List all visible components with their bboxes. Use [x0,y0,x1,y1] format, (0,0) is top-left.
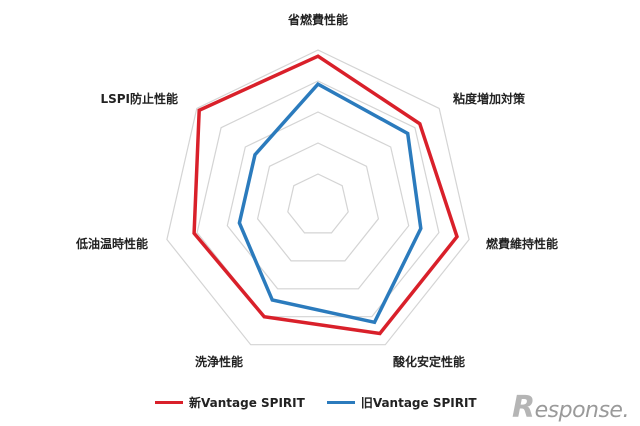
response-watermark-logo: Response. [512,390,629,425]
axis-label-3: 酸化安定性能 [393,354,465,369]
series-line-old [237,81,423,325]
legend-item-new: 新Vantage SPIRIT [155,394,305,411]
radar-series-group [192,54,459,336]
axis-label-1: 粘度増加対策 [453,91,526,106]
legend-item-old: 旧Vantage SPIRIT [326,394,477,411]
axis-label-0: 省燃費性能 [287,12,348,27]
legend: 新Vantage SPIRIT 旧Vantage SPIRIT [155,394,499,411]
legend-swatch-old [326,401,355,404]
axis-label-4: 洗浄性能 [195,354,243,369]
axis-label-2: 燃費維持性能 [486,236,558,251]
radar-grid [166,49,470,346]
axis-label-6: LSPI防止性能 [100,91,178,106]
legend-label-new: 新Vantage SPIRIT [189,396,305,410]
legend-label-old: 旧Vantage SPIRIT [360,396,477,410]
series-line-new [192,54,459,336]
grid-ring-2 [256,142,380,262]
grid-ring-4 [196,80,440,318]
grid-ring-5 [166,49,470,346]
axis-label-5: 低油温時性能 [75,236,148,251]
grid-ring-1 [287,173,349,234]
grid-ring-3 [226,111,410,290]
legend-swatch-new [155,401,183,404]
